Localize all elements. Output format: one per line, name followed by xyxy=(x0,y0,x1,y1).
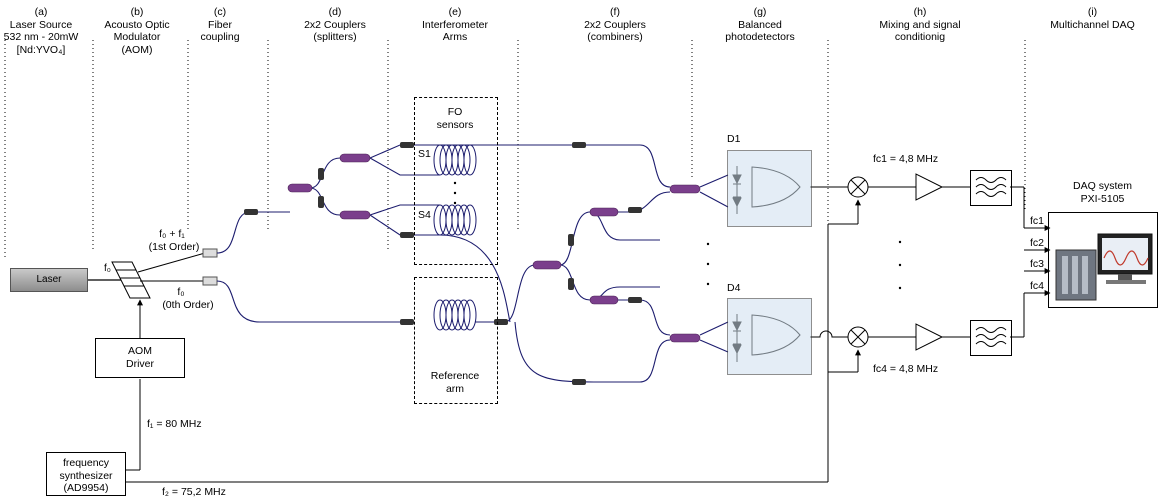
fiber-connectors xyxy=(244,142,642,385)
first-order-beam xyxy=(137,252,206,273)
daq-input-arrows xyxy=(1024,225,1051,296)
fc4-input-label: fc4 xyxy=(1030,280,1045,292)
first-order-label: (1st Order) xyxy=(148,241,200,253)
stage-separators xyxy=(4,40,1026,260)
zeroth-order-freq-label: f₀ xyxy=(177,286,185,298)
stage-header-e: (e) Interferometer Arms xyxy=(422,6,488,43)
f1-label: f₁ = 80 MHz xyxy=(147,418,202,430)
fc1-freq-label: fc1 = 4,8 MHz xyxy=(873,153,939,165)
stage-header-b: (b) Acousto Optic Modulator (AOM) xyxy=(104,6,170,56)
stage-header-i: (i) Multichannel DAQ xyxy=(1050,6,1135,31)
fc3-input-label: fc3 xyxy=(1030,258,1045,270)
sensor-coils xyxy=(433,144,477,331)
bandpass-filter-4 xyxy=(970,320,1012,356)
sensor-arm-box xyxy=(414,97,498,265)
f2-label: f₂ = 75,2 MHz xyxy=(162,486,226,498)
daq-illustration xyxy=(1055,233,1153,301)
first-order-freq-label: f₀ + f₁ xyxy=(159,228,185,240)
stage-header-h: (h) Mixing and signal conditionig xyxy=(879,6,961,43)
couplers xyxy=(287,153,701,343)
stage-header-a: (a) Laser Source 532 nm - 20mW [Nd:YVO₄] xyxy=(3,6,79,56)
fo-sensors-label: FO sensors xyxy=(436,106,474,131)
balanced-photodetector-d1 xyxy=(727,150,812,227)
daq-system-box xyxy=(1048,212,1158,308)
filter-waves xyxy=(975,177,1007,347)
f0-beam-label: f₀ xyxy=(104,263,111,274)
sensor-s1-label: S1 xyxy=(418,148,431,160)
zeroth-order-label: (0th Order) xyxy=(162,299,214,311)
fc2-input-label: fc2 xyxy=(1030,237,1045,249)
stage-header-f: (f) 2x2 Couplers (combiners) xyxy=(584,6,646,43)
sensor-s4-label: S4 xyxy=(418,209,431,221)
detector-d4-label: D4 xyxy=(727,282,741,294)
ellipsis-dots xyxy=(453,181,902,290)
reference-arm-box xyxy=(414,277,498,404)
aom-driver-box: AOM Driver xyxy=(95,338,185,378)
signal-amps xyxy=(915,173,944,351)
stage-header-g: (g) Balanced photodetectors xyxy=(725,6,795,43)
mixers xyxy=(847,176,869,348)
laser-source: Laser xyxy=(10,268,88,292)
daq-system-label: DAQ system PXI-5105 xyxy=(1073,180,1132,205)
fc4-freq-label: fc4 = 4,8 MHz xyxy=(873,363,939,375)
collimator-2 xyxy=(202,276,218,286)
fc1-input-label: fc1 xyxy=(1030,215,1045,227)
stage-header-d: (d) 2x2 Couplers (splitters) xyxy=(304,6,366,43)
reference-arm-label: Reference arm xyxy=(430,370,480,395)
stage-header-c: (c) Fiber coupling xyxy=(200,6,240,43)
balanced-photodetector-d4 xyxy=(727,298,812,375)
aom-crystal xyxy=(111,261,151,299)
signal-lines xyxy=(810,186,1025,338)
detector-d1-label: D1 xyxy=(727,133,741,145)
frequency-synthesizer-box: frequency synthesizer (AD9954) xyxy=(46,452,126,496)
bandpass-filter-1 xyxy=(970,170,1012,206)
